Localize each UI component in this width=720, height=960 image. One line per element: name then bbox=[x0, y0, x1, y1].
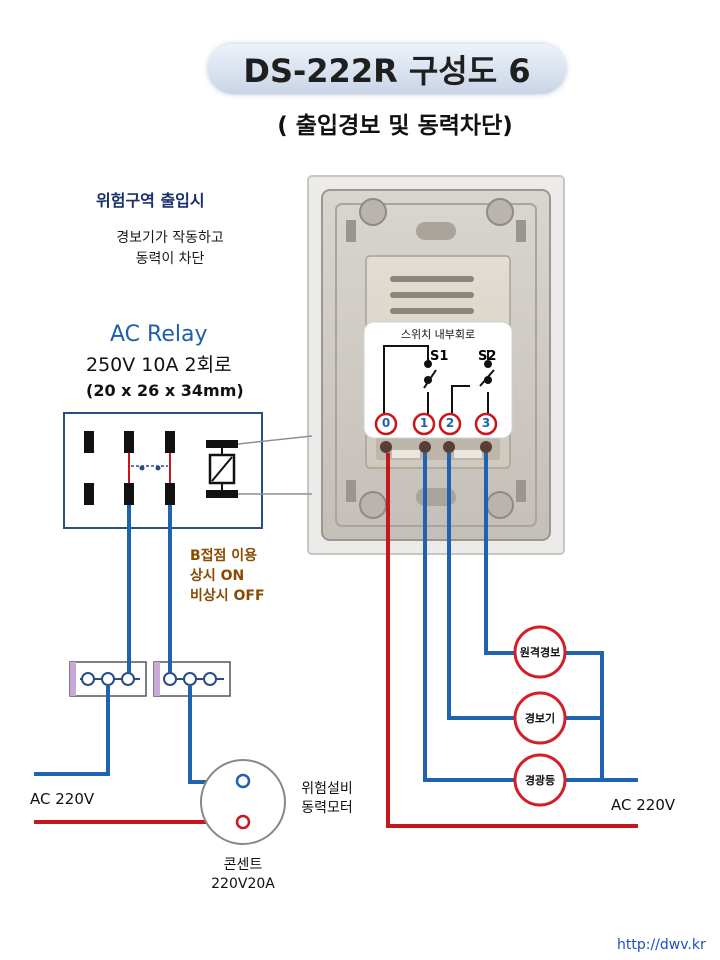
device-label-remote-alarm: 원격경보 bbox=[519, 646, 561, 659]
motor-line-2: 동력모터 bbox=[301, 800, 353, 816]
device-label-alarm: 경보기 bbox=[524, 712, 556, 725]
b-contact-line-2: 상시 ON bbox=[190, 568, 245, 584]
motor-label: 위험설비 동력모터 bbox=[292, 780, 362, 818]
ac-label-right: AC 220V bbox=[611, 796, 676, 814]
switch-circuit-title: 스위치 내부회로 bbox=[400, 328, 476, 341]
hazard-line-2: 동력이 차단 bbox=[135, 251, 205, 267]
relay-name: AC Relay bbox=[110, 322, 208, 347]
b-contact-note: B접점 이용 상시 ON 비상시 OFF bbox=[190, 546, 265, 606]
hazard-line-1: 경보기가 작동하고 bbox=[116, 230, 224, 246]
device-alarm bbox=[513, 691, 567, 745]
terminal-circle-2 bbox=[438, 412, 462, 436]
diagram-title: DS-222R 구성도 6 bbox=[208, 44, 566, 94]
terminal-label-2: 2 bbox=[445, 416, 455, 430]
switch-s1-label: S1 bbox=[430, 349, 449, 364]
terminal-label-1: 1 bbox=[419, 416, 429, 430]
terminal-screws bbox=[380, 441, 492, 453]
terminal-circle-0 bbox=[374, 412, 398, 436]
b-contact-line-1: B접점 이용 bbox=[190, 548, 258, 564]
terminal-circle-3 bbox=[474, 412, 498, 436]
device-label-warning-light: 경광등 bbox=[524, 774, 556, 787]
hazard-note: 경보기가 작동하고 동력이 차단 bbox=[80, 228, 260, 270]
terminal-label-3: 3 bbox=[481, 416, 491, 430]
hazard-heading: 위험구역 출입시 bbox=[96, 191, 205, 210]
relay-size: (20 x 26 x 34mm) bbox=[86, 381, 244, 400]
motor-line-1: 위험설비 bbox=[301, 781, 353, 797]
switch-circuit-panel bbox=[363, 321, 513, 439]
terminal-label-0: 0 bbox=[381, 416, 391, 430]
device-remote-alarm bbox=[513, 625, 567, 679]
b-contact-line-3: 비상시 OFF bbox=[190, 588, 265, 604]
blue-wires bbox=[34, 453, 638, 784]
ac-label-left: AC 220V bbox=[30, 790, 95, 808]
relay-box bbox=[63, 412, 263, 529]
device-warning-light bbox=[513, 753, 567, 807]
outlet-line-1: 콘센트 bbox=[223, 857, 263, 873]
outlet-symbol bbox=[200, 759, 286, 845]
terminal-circle-1 bbox=[412, 412, 436, 436]
relay-spec: 250V 10A 2회로 bbox=[86, 354, 232, 376]
diagram-subtitle: ( 출입경보 및 동력차단) bbox=[277, 113, 513, 139]
outlet-line-2: 220V20A bbox=[211, 876, 275, 892]
switch-s2-label: S2 bbox=[478, 349, 497, 364]
outlet-label: 콘센트 220V20A bbox=[200, 856, 286, 894]
site-url: http://dwv.kr bbox=[617, 937, 706, 953]
